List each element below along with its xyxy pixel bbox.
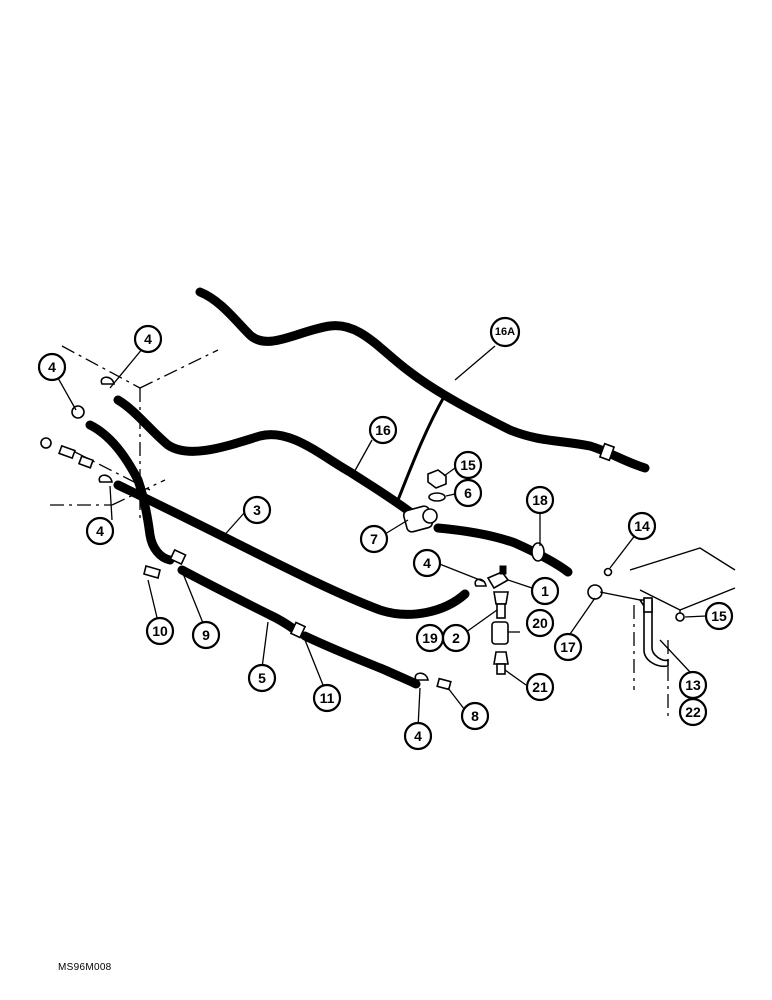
callout-10: 10	[145, 616, 175, 646]
callout-label: 3	[253, 502, 261, 518]
callout-label: 9	[202, 627, 210, 643]
callout-18: 18	[525, 485, 555, 515]
callout-label: 22	[685, 704, 701, 720]
callout-1: 1	[530, 576, 560, 606]
hose-5	[177, 565, 303, 637]
callout-label: 16A	[495, 326, 515, 338]
clamps-left	[40, 376, 307, 639]
callout-label: 13	[685, 677, 701, 693]
hose-18	[433, 523, 573, 577]
callout-label: 2	[452, 630, 460, 646]
callout-label: 14	[634, 518, 650, 534]
callout-label: 15	[460, 457, 476, 473]
hose-16	[113, 395, 415, 517]
callout-8: 8	[460, 701, 490, 731]
callout-4: 4	[403, 721, 433, 751]
callout-16a: 16A	[489, 316, 521, 348]
callout-14: 14	[627, 511, 657, 541]
callout-2: 2	[441, 623, 471, 653]
bottom-parts	[414, 672, 452, 691]
callout-label: 16	[375, 422, 391, 438]
callout-label: 6	[464, 485, 472, 501]
hose-3	[113, 480, 470, 619]
callout-9: 9	[191, 620, 221, 650]
hose-16a	[195, 287, 650, 473]
callout-label: 8	[471, 708, 479, 724]
callout-label: 19	[422, 630, 438, 646]
callout-label: 4	[414, 728, 422, 744]
center-fittings	[474, 565, 510, 675]
hose-left	[85, 420, 175, 565]
callout-4: 4	[412, 548, 442, 578]
callout-15: 15	[704, 601, 734, 631]
callout-4: 4	[85, 516, 115, 546]
hose-11	[300, 631, 421, 689]
callout-label: 11	[320, 690, 335, 706]
callout-label: 17	[560, 639, 576, 655]
callout-16: 16	[368, 415, 398, 445]
leader-lines	[57, 345, 707, 729]
callout-6: 6	[453, 478, 483, 508]
callout-label: 15	[711, 608, 727, 624]
hose-clamp	[598, 442, 616, 462]
callout-7: 7	[359, 524, 389, 554]
figure-code: MS96M008	[58, 962, 112, 973]
nut-15-washer-6	[427, 469, 447, 502]
callout-13: 13	[678, 670, 708, 700]
callout-17: 17	[553, 632, 583, 662]
callout-15: 15	[453, 450, 483, 480]
callout-label: 4	[48, 359, 56, 375]
right-parts	[587, 567, 685, 668]
callout-label: 4	[144, 331, 152, 347]
callout-3: 3	[242, 495, 272, 525]
callout-11: 11	[312, 683, 342, 713]
callout-label: 4	[423, 555, 431, 571]
callout-label: 20	[532, 615, 548, 631]
rod	[396, 394, 447, 501]
callout-label: 7	[370, 531, 378, 547]
callout-label: 4	[96, 523, 104, 539]
callout-4: 4	[133, 324, 163, 354]
fitting-7	[402, 505, 438, 533]
callout-label: 10	[152, 623, 168, 639]
callout-5: 5	[247, 663, 277, 693]
callout-21: 21	[525, 672, 555, 702]
callout-label: 18	[532, 492, 548, 508]
callout-19: 19	[415, 623, 445, 653]
callout-label: 5	[258, 670, 266, 686]
callout-label: 1	[541, 583, 549, 599]
callout-4: 4	[37, 352, 67, 382]
callout-20: 20	[525, 608, 555, 638]
callout-label: 21	[532, 679, 548, 695]
callout-22: 22	[678, 697, 708, 727]
